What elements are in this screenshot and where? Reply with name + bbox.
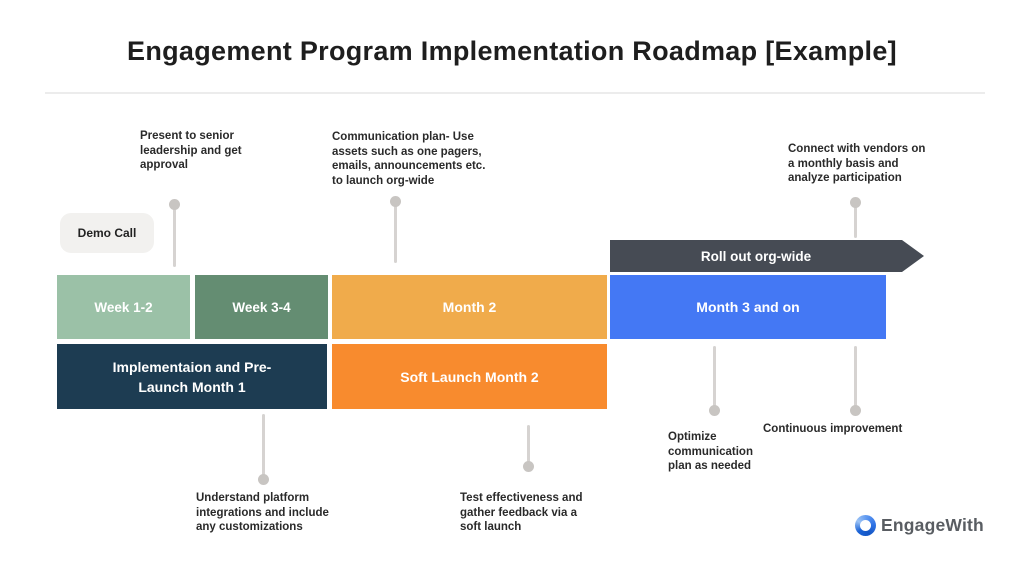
rollout-arrow: Roll out org-wide <box>610 240 924 272</box>
connector-dot <box>850 197 861 208</box>
callout-optimize-communication: Optimize communication plan as needed <box>668 431 753 472</box>
connector-line <box>527 425 530 469</box>
bar-week-3-4: Week 3-4 <box>195 275 328 339</box>
connector-present <box>169 199 180 270</box>
callout-communication-plan: Communication plan- Use assets such as o… <box>332 131 486 187</box>
connector-line <box>854 346 857 413</box>
connector-line <box>173 202 176 267</box>
callout-present-to-leadership: Present to senior leadership and get app… <box>140 130 242 171</box>
connector-understand <box>258 411 269 485</box>
bar-label: Soft Launch Month 2 <box>400 368 539 385</box>
bar-label: Month 2 <box>442 299 497 315</box>
bar-implementation-prelaunch: Implementaion and Pre-Launch Month 1 <box>57 344 327 409</box>
callout-test-effectiveness: Test effectiveness and gather feedback v… <box>460 492 583 533</box>
connector-dot <box>850 405 861 416</box>
engagewith-logo-text: EngageWith <box>881 515 984 535</box>
connector-line <box>854 200 857 238</box>
connector-continuous <box>850 343 861 416</box>
connector-dot <box>709 405 720 416</box>
connector-test <box>523 422 534 472</box>
bar-month-2: Month 2 <box>332 275 607 339</box>
callout-connect-vendors: Connect with vendors on a monthly basis … <box>788 143 926 184</box>
bar-label: Implementaion and Pre-Launch Month 1 <box>112 358 272 395</box>
title-divider <box>45 92 985 94</box>
bar-month-3-and-on: Month 3 and on <box>610 275 886 339</box>
demo-call-chip: Demo Call <box>60 213 154 253</box>
connector-optimize <box>709 343 720 416</box>
connector-dot <box>523 461 534 472</box>
connector-dot <box>258 474 269 485</box>
connector-dot <box>390 196 401 207</box>
bar-soft-launch: Soft Launch Month 2 <box>332 344 607 409</box>
connector-vendors <box>850 197 861 241</box>
engagewith-logo: EngageWith <box>855 515 984 536</box>
bar-label: Month 3 and on <box>696 299 800 315</box>
connector-dot <box>169 199 180 210</box>
callout-understand-platform: Understand platform integrations and inc… <box>196 492 329 533</box>
page-title: Engagement Program Implementation Roadma… <box>127 36 897 66</box>
connector-line <box>713 346 716 413</box>
connector-line <box>394 199 397 263</box>
connector-communication <box>390 196 401 266</box>
rollout-arrow-label: Roll out org-wide <box>700 248 812 264</box>
connector-line <box>262 414 265 482</box>
bar-label: Week 3-4 <box>232 299 291 315</box>
callout-continuous-improvement: Continuous improvement <box>763 423 903 435</box>
bar-week-1-2: Week 1-2 <box>57 275 190 339</box>
bar-label: Week 1-2 <box>94 299 153 315</box>
engagewith-swirl-ring-icon <box>855 515 876 536</box>
